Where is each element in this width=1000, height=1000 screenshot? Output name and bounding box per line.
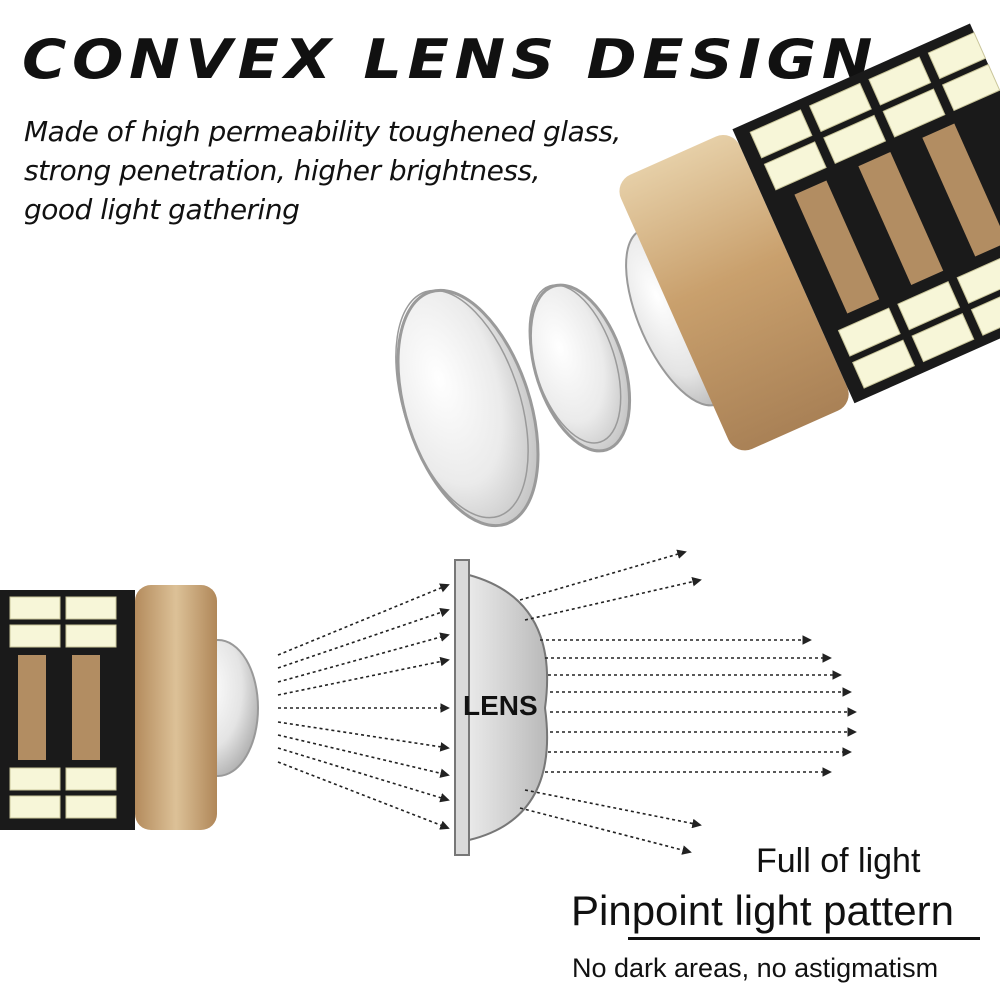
description-line: strong penetration, higher brightness,: [24, 154, 540, 187]
top-bulb: [619, 23, 1000, 451]
outgoing-rays: [519, 549, 857, 855]
top-bulb-cap: [619, 135, 849, 451]
pinpoint-heading: Pinpoint light pattern: [571, 887, 954, 934]
no-dark-areas-text: No dark areas, no astigmatism: [572, 953, 939, 983]
page-title: CONVEX LENS DESIGN: [22, 28, 878, 91]
lens-label: LENS: [463, 690, 538, 721]
description-line: good light gathering: [24, 193, 300, 226]
left-bulb-cap: [135, 585, 217, 830]
big-lens: [454, 559, 549, 856]
incoming-rays: [277, 583, 450, 830]
full-of-light-text: Full of light: [756, 842, 921, 880]
description: Made of high permeability toughened glas…: [24, 112, 664, 229]
heading-underline: [628, 937, 980, 940]
floating-lenses: [395, 283, 632, 528]
left-bulb: [0, 585, 259, 830]
description-line: Made of high permeability toughened glas…: [24, 115, 621, 148]
